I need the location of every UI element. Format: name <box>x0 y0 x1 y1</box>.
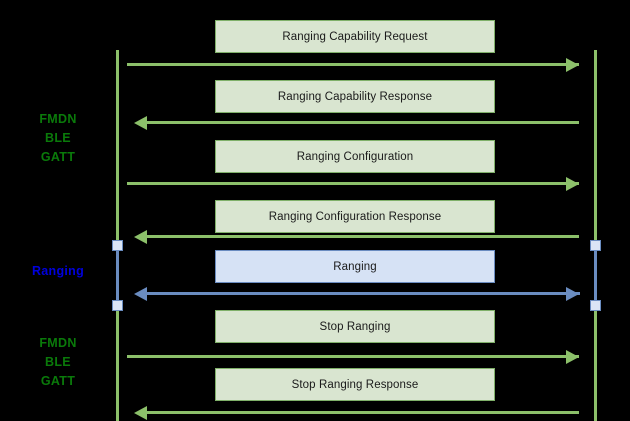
message-box-ranging-configuration-response[interactable]: Ranging Configuration Response <box>215 200 495 233</box>
left-lifeline-segment-top <box>116 50 119 246</box>
arrowhead-right-icon <box>566 287 579 301</box>
activation-left-end <box>112 300 123 311</box>
message-arrow-ranging-configuration <box>127 182 579 185</box>
message-arrow-ranging-capability-request <box>127 63 579 66</box>
message-label: Stop Ranging Response <box>291 378 419 391</box>
right-lifeline-segment-ranging <box>594 244 597 308</box>
message-box-ranging-configuration[interactable]: Ranging Configuration <box>215 140 495 173</box>
message-label: Ranging Configuration Response <box>268 210 442 223</box>
arrowhead-left-icon <box>134 116 147 130</box>
arrowhead-left-icon <box>134 287 147 301</box>
message-arrow-ranging <box>140 292 580 295</box>
arrowhead-left-icon <box>134 230 147 244</box>
arrowhead-right-icon <box>566 58 579 72</box>
arrowhead-right-icon <box>566 177 579 191</box>
message-box-stop-ranging[interactable]: Stop Ranging <box>215 310 495 343</box>
phase-label-ranging: Ranging <box>18 262 98 281</box>
message-label: Ranging <box>333 260 377 273</box>
phase-label-line: Ranging <box>31 264 85 278</box>
message-arrow-ranging-configuration-response <box>147 235 579 238</box>
message-arrow-stop-ranging-response <box>147 411 579 414</box>
phase-label-fmdn-top: FMDN BLE GATT <box>18 110 98 167</box>
arrowhead-right-icon <box>566 350 579 364</box>
activation-left-start <box>112 240 123 251</box>
message-box-stop-ranging-response[interactable]: Stop Ranging Response <box>215 368 495 401</box>
message-box-ranging-capability-response[interactable]: Ranging Capability Response <box>215 80 495 113</box>
phase-label-line: GATT <box>40 150 76 164</box>
phase-label-line: BLE <box>45 131 71 145</box>
arrowhead-left-icon <box>134 406 147 420</box>
message-label: Ranging Capability Request <box>282 30 428 43</box>
message-label: Ranging Capability Response <box>277 90 433 103</box>
message-arrow-stop-ranging <box>127 355 579 358</box>
message-arrow-ranging-capability-response <box>147 121 579 124</box>
left-lifeline-segment-ranging <box>116 244 119 308</box>
phase-label-line: GATT <box>40 374 76 388</box>
message-label: Stop Ranging <box>319 320 391 333</box>
right-lifeline-segment-bottom <box>594 304 597 421</box>
message-label: Ranging Configuration <box>296 150 414 163</box>
phase-label-line: BLE <box>45 355 71 369</box>
phase-label-line: FMDN <box>39 112 77 126</box>
activation-right-start <box>590 240 601 251</box>
right-lifeline-segment-top <box>594 50 597 246</box>
activation-right-end <box>590 300 601 311</box>
phase-label-fmdn-bottom: FMDN BLE GATT <box>18 334 98 391</box>
left-lifeline-segment-bottom <box>116 304 119 421</box>
phase-label-line: FMDN <box>39 336 77 350</box>
message-box-ranging-capability-request[interactable]: Ranging Capability Request <box>215 20 495 53</box>
message-box-ranging[interactable]: Ranging <box>215 250 495 283</box>
